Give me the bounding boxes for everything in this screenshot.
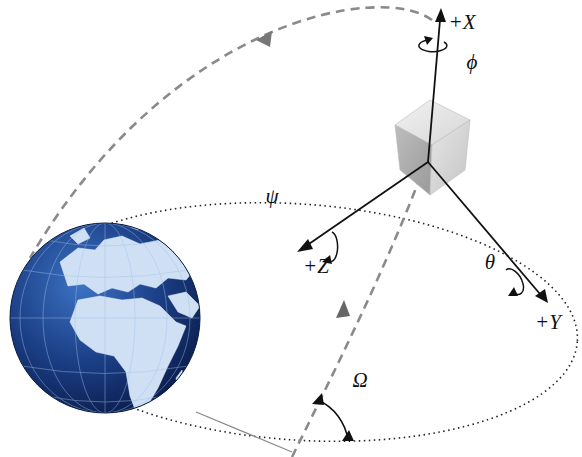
angle-label: θ [483,251,497,274]
angle-label: ϕ [465,51,480,74]
axis-label: +Z [301,255,331,278]
equatorial-orbit [10,185,582,457]
axis-label: +Y [533,311,563,334]
axis-arrowhead [297,239,313,252]
axis-arrowhead [435,8,446,22]
body-axes [306,20,540,294]
angle-arrowhead [312,393,324,405]
rotation-arrowhead [508,287,518,296]
orbit-arrowhead [256,31,272,47]
axis-label: +X [447,11,478,34]
axis-arrowhead [535,289,548,303]
node-line [196,412,292,452]
rotation-arrowhead [424,36,433,45]
orbit-arrowhead [336,300,350,318]
raan-angle [318,400,348,440]
angle-label: ψ [263,185,280,208]
earth-globe [10,214,200,413]
rotation-symbol [326,40,523,294]
angle-label: Ω [350,369,369,392]
angle-arrowhead [342,430,354,441]
